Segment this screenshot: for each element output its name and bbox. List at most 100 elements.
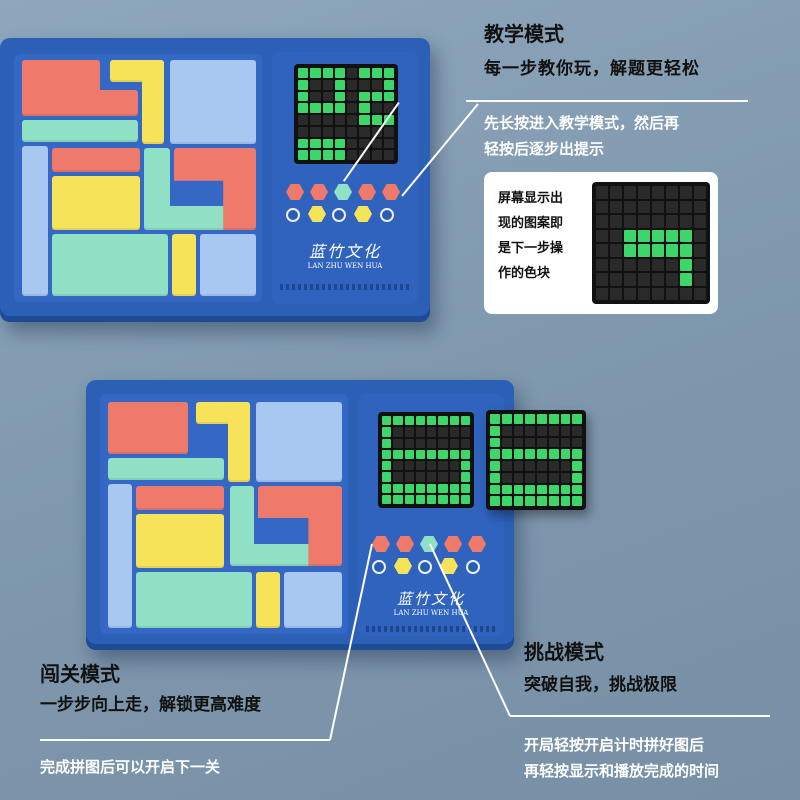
- led-cell: [666, 229, 678, 242]
- piece-coral[interactable]: [22, 90, 138, 116]
- piece-light-blue[interactable]: [22, 146, 48, 296]
- piece-light-blue[interactable]: [108, 484, 132, 628]
- piece-yellow[interactable]: [256, 572, 280, 628]
- level-title: 闯关模式: [40, 662, 120, 686]
- led-cell: [310, 79, 321, 90]
- led-cell: [560, 425, 571, 436]
- led-cell: [334, 115, 345, 125]
- vs-icon[interactable]: [332, 208, 346, 222]
- hexagon-button-coral[interactable]: [358, 184, 376, 200]
- led-cell: [460, 449, 470, 459]
- led-cell: [501, 496, 512, 506]
- led-cell: [548, 496, 559, 506]
- led-cell: [548, 461, 559, 471]
- calendar-icon[interactable]: [380, 208, 394, 222]
- led-cell: [501, 414, 512, 424]
- piece-light-blue[interactable]: [170, 60, 256, 144]
- led-cell: [298, 138, 309, 149]
- led-cell: [548, 437, 559, 448]
- led-cell: [371, 103, 382, 113]
- level-note: 完成拼图后可以开启下一关: [40, 758, 221, 776]
- led-cell: [404, 438, 414, 448]
- led-cell: [652, 258, 664, 271]
- led-cell: [501, 425, 512, 436]
- led-cell: [383, 138, 394, 149]
- hexagon-button-coral[interactable]: [382, 184, 400, 200]
- teaching-title: 教学模式: [484, 22, 564, 46]
- hexagon-button-yellow[interactable]: [394, 558, 412, 574]
- led-cell: [322, 103, 333, 113]
- led-cell: [371, 68, 382, 78]
- piece-yellow[interactable]: [142, 60, 164, 144]
- led-cell: [382, 461, 392, 471]
- power-icon[interactable]: [286, 208, 300, 222]
- led-cell: [347, 79, 358, 90]
- piece-coral[interactable]: [52, 148, 140, 172]
- led-cell: [449, 461, 459, 471]
- led-cell: [501, 461, 512, 471]
- piece-coral[interactable]: [108, 402, 188, 454]
- led-cell: [427, 494, 437, 504]
- led-cell: [322, 68, 333, 78]
- led-cell: [382, 438, 392, 448]
- hexagon-button-coral[interactable]: [444, 536, 462, 552]
- piece-mint[interactable]: [22, 120, 138, 142]
- hexagon-button-coral[interactable]: [396, 536, 414, 552]
- led-cell: [415, 483, 425, 493]
- hexagon-button-mint[interactable]: [334, 184, 352, 200]
- led-cell: [371, 91, 382, 102]
- piece-light-blue[interactable]: [284, 572, 342, 628]
- led-cell: [525, 484, 535, 495]
- led-cell: [415, 449, 425, 459]
- hexagon-button-coral[interactable]: [286, 184, 304, 200]
- led-cell: [404, 494, 414, 504]
- led-cell: [537, 437, 547, 448]
- led-cell: [694, 215, 706, 228]
- hexagon-button-yellow[interactable]: [440, 558, 458, 574]
- hexagon-button-yellow[interactable]: [354, 206, 372, 222]
- led-cell: [310, 138, 321, 149]
- led-cell: [652, 215, 664, 228]
- led-cell: [460, 472, 470, 482]
- hexagon-button-yellow[interactable]: [308, 206, 326, 222]
- led-cell: [525, 425, 535, 436]
- led-cell: [513, 414, 524, 424]
- led-cell: [460, 416, 470, 426]
- piece-mint[interactable]: [108, 458, 224, 480]
- piece-yellow[interactable]: [136, 514, 224, 568]
- hexagon-button-coral[interactable]: [372, 536, 390, 552]
- led-cell: [298, 68, 309, 78]
- piece-mint[interactable]: [52, 234, 168, 296]
- vs-icon[interactable]: [418, 560, 432, 574]
- led-cell: [638, 273, 650, 286]
- piece-light-blue[interactable]: [256, 402, 342, 482]
- led-cell: [449, 472, 459, 482]
- led-screen-extra: [486, 410, 586, 510]
- led-cell: [359, 79, 370, 90]
- piece-coral[interactable]: [136, 486, 224, 510]
- led-cell: [490, 484, 500, 495]
- hexagon-button-coral[interactable]: [310, 184, 328, 200]
- piece-yellow[interactable]: [172, 234, 196, 296]
- led-cell: [359, 91, 370, 102]
- led-cell: [572, 496, 582, 506]
- piece-mint[interactable]: [230, 544, 314, 566]
- led-cell: [427, 438, 437, 448]
- piece-yellow[interactable]: [228, 402, 250, 482]
- led-cell: [694, 229, 706, 242]
- hexagon-button-coral[interactable]: [468, 536, 486, 552]
- led-cell: [393, 416, 403, 426]
- led-cell: [666, 287, 678, 300]
- piece-mint[interactable]: [144, 206, 228, 230]
- piece-yellow[interactable]: [52, 176, 140, 230]
- led-cell: [490, 414, 500, 424]
- led-cell: [694, 186, 706, 199]
- led-cell: [610, 200, 622, 213]
- led-cell: [347, 138, 358, 149]
- calendar-icon[interactable]: [466, 560, 480, 574]
- piece-mint[interactable]: [136, 572, 252, 628]
- power-icon[interactable]: [372, 560, 386, 574]
- hexagon-button-mint[interactable]: [420, 536, 438, 552]
- piece-light-blue[interactable]: [200, 234, 256, 296]
- led-cell: [652, 273, 664, 286]
